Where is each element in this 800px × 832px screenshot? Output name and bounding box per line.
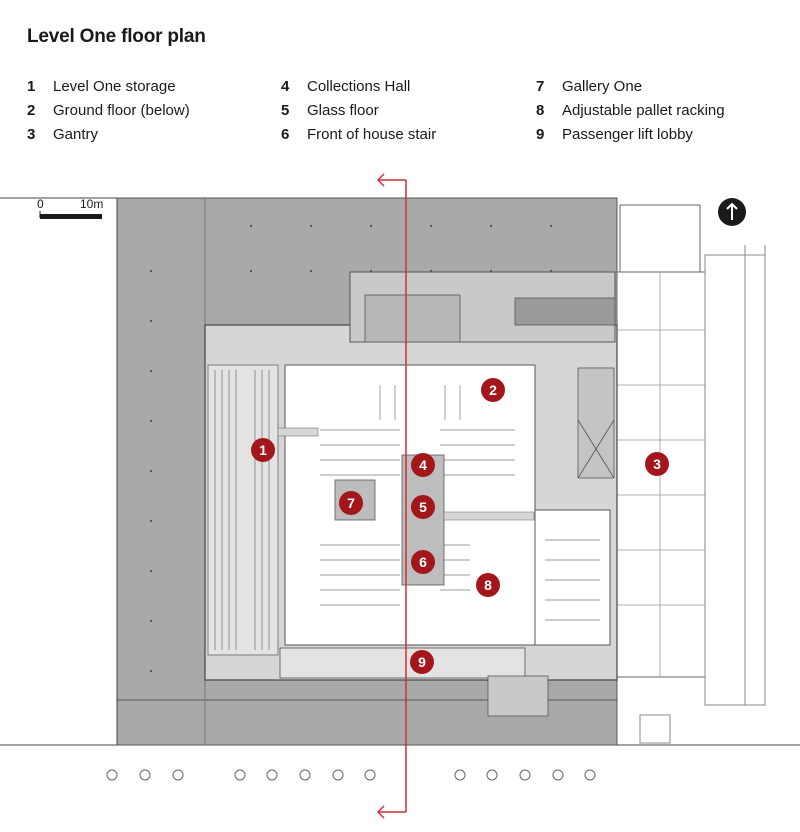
marker-7: 7 [339, 491, 363, 515]
legend-label: Level One storage [53, 77, 176, 95]
legend: 1 Level One storage 2 Ground floor (belo… [27, 76, 787, 148]
marker-9-label: 9 [418, 654, 426, 670]
legend-number: 3 [27, 125, 36, 143]
legend-number: 8 [536, 101, 545, 119]
marker-2: 2 [481, 378, 505, 402]
legend-label: Adjustable pallet racking [562, 101, 725, 119]
marker-1: 1 [251, 438, 275, 462]
inner-building [204, 271, 618, 717]
legend-item-6: 6 Front of house stair [281, 124, 436, 144]
legend-item-1: 1 Level One storage [27, 76, 176, 96]
legend-label: Collections Hall [307, 77, 411, 95]
marker-3: 3 [645, 452, 669, 476]
street-bollards [106, 769, 596, 781]
legend-item-9: 9 Passenger lift lobby [536, 124, 693, 144]
scale-bar: 0 10m [37, 197, 103, 219]
legend-label: Ground floor (below) [53, 101, 190, 119]
marker-6: 6 [411, 550, 435, 574]
marker-2-label: 2 [489, 382, 497, 398]
legend-number: 4 [281, 77, 290, 95]
legend-item-8: 8 Adjustable pallet racking [536, 100, 725, 120]
legend-label: Gantry [53, 125, 99, 143]
legend-label: Passenger lift lobby [562, 125, 693, 143]
legend-label: Gallery One [562, 77, 643, 95]
gantry-area [616, 204, 766, 744]
section-line [376, 173, 407, 819]
north-arrow-icon [718, 198, 746, 226]
marker-8-label: 8 [484, 577, 492, 593]
marker-8: 8 [476, 573, 500, 597]
legend-item-7: 7 Gallery One [536, 76, 642, 96]
legend-label: Front of house stair [307, 125, 437, 143]
legend-number: 9 [536, 125, 545, 143]
marker-6-label: 6 [419, 554, 427, 570]
marker-4-label: 4 [419, 457, 427, 473]
legend-label: Glass floor [307, 101, 379, 119]
legend-number: 5 [281, 101, 290, 119]
scale-end-label: 10m [80, 197, 103, 211]
floor-plan-drawing: 0 10m 1 2 3 4 5 6 7 8 [0, 173, 800, 819]
marker-1-label: 1 [259, 442, 267, 458]
page-title: Level One floor plan [27, 26, 206, 47]
marker-5-label: 5 [419, 499, 427, 515]
legend-number: 6 [281, 125, 290, 143]
marker-3-label: 3 [653, 456, 661, 472]
legend-number: 2 [27, 101, 36, 119]
marker-7-label: 7 [347, 495, 355, 511]
marker-9: 9 [410, 650, 434, 674]
marker-4: 4 [411, 453, 435, 477]
marker-5: 5 [411, 495, 435, 519]
legend-item-2: 2 Ground floor (below) [27, 100, 190, 120]
legend-item-3: 3 Gantry [27, 124, 98, 144]
legend-number: 1 [27, 77, 36, 95]
legend-item-4: 4 Collections Hall [281, 76, 410, 96]
legend-number: 7 [536, 77, 545, 95]
legend-item-5: 5 Glass floor [281, 100, 379, 120]
scale-start-label: 0 [37, 197, 44, 211]
